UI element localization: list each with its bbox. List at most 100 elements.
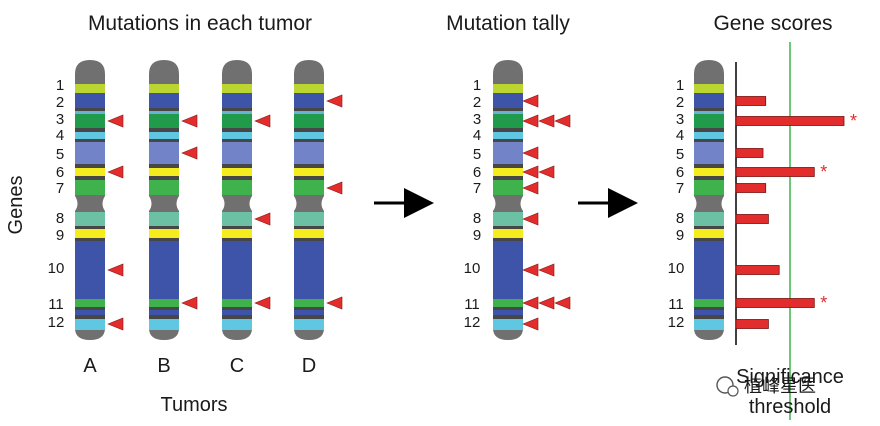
gene-number-label: 4 [473, 127, 481, 144]
chromosome-band [149, 307, 179, 310]
gene-score-chart: *** [735, 42, 857, 420]
gene-number-label: 8 [676, 210, 684, 227]
chromosome-band [694, 142, 724, 164]
chromosome-band [75, 315, 105, 319]
chromosome-band [694, 238, 724, 241]
chromosome-band [75, 299, 105, 307]
tally-arrow-gene-11 [554, 296, 571, 310]
chromosome-band [694, 226, 724, 229]
significance-star: * [850, 111, 857, 131]
genes-axis-label: Genes [5, 176, 27, 235]
gene-number-label: 4 [676, 127, 684, 144]
gene-score-bar-7 [735, 183, 767, 193]
chromosome-band [694, 241, 724, 299]
chromosome-band [294, 180, 324, 195]
chromosome-band [75, 226, 105, 229]
chromosome-band [75, 114, 105, 128]
chromosome-band [294, 310, 324, 315]
significance-star: * [820, 162, 827, 182]
tally-arrow-gene-2 [522, 94, 539, 108]
chromosome-band [149, 128, 179, 132]
mutation-arrow-tumor-c-gene-3 [254, 114, 271, 128]
tally-arrow-gene-6 [538, 165, 555, 179]
chromosome-band [294, 212, 324, 226]
chromosome-band [294, 114, 324, 128]
chromosome-band [75, 229, 105, 238]
tally-arrow-gene-10 [538, 263, 555, 277]
chromosome-band [294, 226, 324, 229]
chromosome-band [222, 168, 252, 176]
tumor-label-c: C [230, 355, 244, 377]
chromosome-band [149, 180, 179, 195]
tally-arrow-gene-3 [522, 114, 539, 128]
mutation-arrow-tumor-c-gene-8 [254, 212, 271, 226]
chromosome-band [694, 315, 724, 319]
chromosome-band [493, 176, 523, 180]
mutation-arrow-tumor-b-gene-3 [181, 114, 198, 128]
watermark: 植峰星医 [716, 376, 816, 397]
chromosome-band [694, 84, 724, 93]
chromosome-band [149, 93, 179, 108]
gene-number-label: 1 [56, 77, 64, 94]
chromosome-band [75, 128, 105, 132]
chromosome-band [294, 241, 324, 299]
chromosome-band [694, 132, 724, 139]
chromosome-band [694, 111, 724, 114]
chromosome-band [222, 310, 252, 315]
tally-arrow-gene-8 [522, 212, 539, 226]
chromosome-band [222, 307, 252, 310]
chromosome-band [75, 164, 105, 168]
chromosome-band [493, 315, 523, 319]
chromosome-band [493, 299, 523, 307]
chromosome-band [294, 168, 324, 176]
mutation-arrow-tumor-a-gene-6 [107, 165, 124, 179]
chromosome-band [694, 93, 724, 108]
chromosome-band [493, 142, 523, 164]
chromosome-band [75, 111, 105, 114]
chromosome-tumor-a [75, 60, 105, 340]
chromosome-band [294, 128, 324, 132]
chromosome-band [694, 176, 724, 180]
mutation-arrow-tumor-b-gene-11 [181, 296, 198, 310]
gene-number-label: 11 [464, 296, 480, 313]
tumor-label-a: A [83, 355, 97, 377]
chromosome-band [493, 229, 523, 238]
chromosome-band [222, 108, 252, 111]
gene-number-label: 3 [56, 111, 64, 128]
tally-arrow-gene-7 [522, 181, 539, 195]
chromosome-band [493, 310, 523, 315]
chromosome-band [75, 238, 105, 241]
chromosome-band [294, 132, 324, 139]
gene-number-label: 6 [473, 164, 481, 181]
chromosome-band [694, 299, 724, 307]
gene-number-label: 8 [473, 210, 481, 227]
chromosome-band [294, 108, 324, 111]
tally-arrow-gene-11 [538, 296, 555, 310]
tally-arrow-gene-3 [538, 114, 555, 128]
tally-arrow-gene-11 [522, 296, 539, 310]
mutation-arrow-tumor-d-gene-2 [326, 94, 343, 108]
gene-number-label: 10 [464, 260, 481, 277]
chromosome-band [222, 139, 252, 142]
gene-number-label: 6 [56, 164, 64, 181]
chromosome-band [493, 168, 523, 176]
chromosome-band [694, 128, 724, 132]
gene-number-label: 7 [56, 180, 64, 197]
gene-number-label: 5 [56, 146, 64, 163]
chromosome-band [493, 139, 523, 142]
gene-score-bar-12 [735, 319, 769, 329]
gene-number-label: 3 [473, 111, 481, 128]
threshold-label-line2: threshold [749, 396, 831, 418]
panel-title-mutations-each-tumor: Mutations in each tumor [88, 12, 312, 35]
chromosome-band [222, 315, 252, 319]
chromosome-band [149, 132, 179, 139]
chromosome-band [222, 299, 252, 307]
chromosome-band [75, 212, 105, 226]
chromosome-band [222, 180, 252, 195]
chromosome-band [493, 307, 523, 310]
tally-arrow-gene-10 [522, 263, 539, 277]
chromosome-band [294, 238, 324, 241]
mutation-arrow-group [107, 94, 571, 331]
chromosome-band [694, 108, 724, 111]
